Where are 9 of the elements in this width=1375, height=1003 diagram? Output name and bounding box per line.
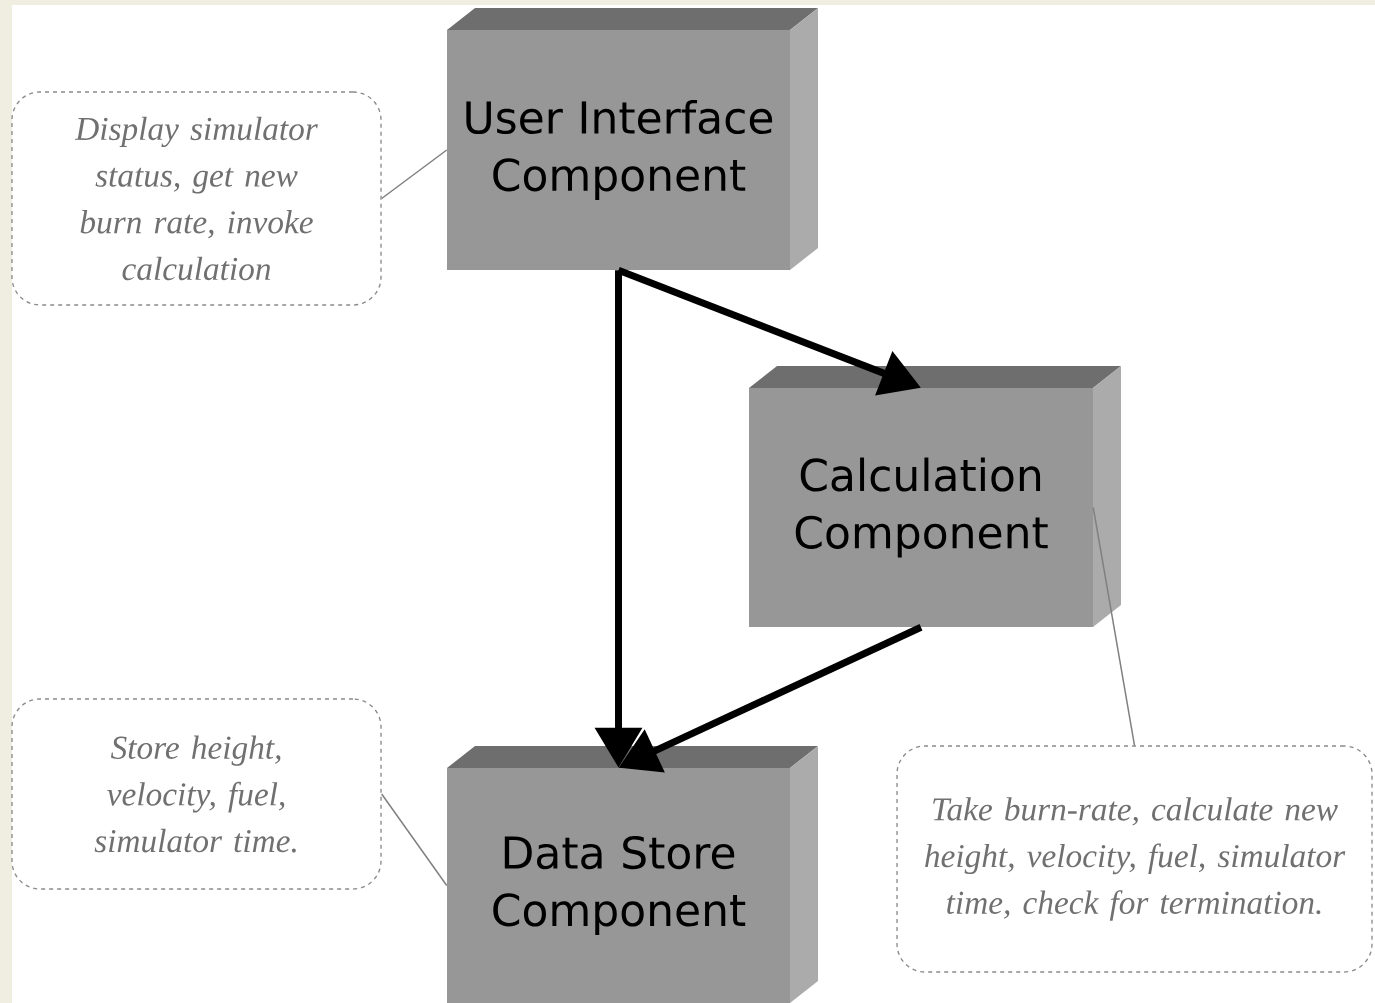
component-box: User Interface Component: [447, 8, 818, 270]
component-box: Data Store Component: [447, 746, 818, 1003]
leader-line: [1092, 506, 1136, 747]
leader-line: [380, 149, 448, 200]
note-callout: Store height, velocity, fuel, simulator time.: [11, 698, 382, 890]
component-box: Calculation Component: [749, 366, 1121, 627]
leader-line: [380, 793, 448, 887]
note-callout: Take burn-rate, calculate new height, velocity, fuel, simulator time, check for termination.: [896, 745, 1373, 973]
note-callout: Display simulator status, get new burn rate, invoke calculation: [11, 91, 382, 306]
